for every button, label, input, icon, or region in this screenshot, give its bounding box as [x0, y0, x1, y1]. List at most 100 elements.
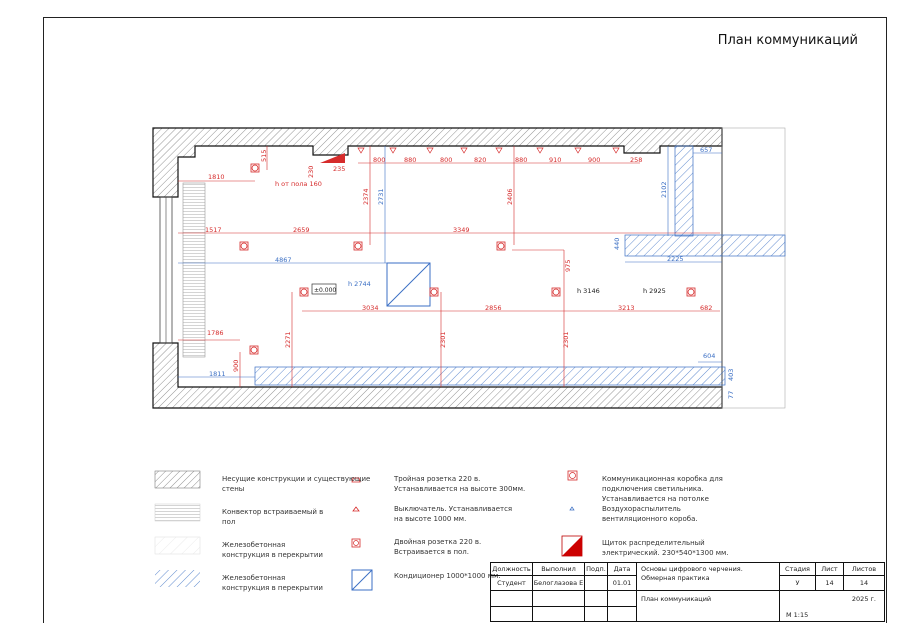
tb-position: Студент	[491, 576, 533, 591]
dim-label: 604	[703, 352, 715, 360]
height-label: h 2925	[643, 287, 666, 295]
tb-header-sign: Подп.	[585, 563, 608, 576]
blue-dimension-lines	[178, 146, 722, 378]
tb-performer: Белоглазова Е	[533, 576, 585, 591]
tb-empty	[491, 591, 533, 607]
tb-header-position: Должность	[491, 563, 533, 576]
dim-label: 2102	[660, 181, 668, 198]
tb-sign	[585, 576, 608, 591]
dim-label: 230	[307, 166, 315, 178]
tb-empty	[533, 607, 585, 622]
switch-icon	[352, 506, 360, 512]
dim-label: 235	[333, 165, 345, 173]
dim-label: 657	[700, 146, 712, 154]
tb-header-date: Дата	[608, 563, 637, 576]
dim-label: 1517	[205, 226, 222, 234]
concrete-slab-blue-swatch	[155, 570, 200, 587]
dim-label: 800	[440, 156, 452, 164]
sheet-title: План коммуникаций	[717, 33, 858, 48]
dim-label: 4867	[275, 256, 292, 264]
air-diffuser-icon	[569, 506, 575, 511]
concrete-slab-swatch	[154, 536, 201, 555]
slab-horizontal	[624, 234, 786, 257]
slab-vertical	[674, 145, 694, 237]
level-mark-box	[311, 283, 337, 295]
height-label: h 3146	[577, 287, 600, 295]
tb-course: Основы цифрового черчения. Обмерная прак…	[637, 563, 780, 591]
dim-label: 2301	[439, 331, 447, 348]
level-mark: ±0.000	[314, 287, 336, 294]
dim-label: 2856	[485, 304, 502, 312]
dim-label: 682	[700, 304, 712, 312]
tb-drawing-name: План коммуникаций	[637, 591, 780, 622]
dim-label: 77	[727, 391, 735, 399]
dim-label: 3213	[618, 304, 635, 312]
slab-bottom	[254, 366, 726, 386]
tb-empty	[608, 591, 637, 607]
tb-header-performed: Выполнил	[533, 563, 585, 576]
dim-label: h 2744	[348, 280, 371, 288]
legend-text: Кондиционер 1000*1000 мм.	[394, 572, 501, 580]
air-conditioner-icon	[351, 569, 373, 591]
dim-label: 2731	[377, 188, 385, 205]
legend-text: Выключатель. Устанавливается на высоте 1…	[394, 505, 513, 523]
tb-sheets: 14	[844, 576, 884, 591]
dim-label: 1811	[209, 370, 226, 378]
dim-label: 2374	[362, 188, 370, 205]
tb-header-stage: Стадия	[780, 563, 816, 576]
legend-text: Коммуникационная коробка для подключения…	[602, 475, 723, 503]
legend-text: Железобетонная конструкция в перекрытии	[222, 574, 323, 592]
dim-label: 258	[630, 156, 642, 164]
tb-meta: 2025 г. М 1:15	[780, 591, 884, 622]
dim-label: 1786	[207, 329, 224, 337]
junction-box-icon	[567, 470, 578, 481]
sheet-frame	[43, 17, 887, 623]
junction-boxes	[239, 163, 696, 355]
ceiling-lights	[357, 147, 620, 154]
dim-label: 403	[727, 369, 735, 381]
tb-year: 2025 г.	[851, 595, 876, 603]
tb-sheet: 14	[816, 576, 844, 591]
dim-label: 880	[404, 156, 416, 164]
tb-empty	[491, 607, 533, 622]
tb-date: 01.01	[608, 576, 637, 591]
tb-empty	[533, 591, 585, 607]
tb-empty	[585, 591, 608, 607]
dim-label: 2301	[562, 331, 570, 348]
legend-text: Железобетонная конструкция в перекрытии	[222, 541, 323, 559]
dim-label: 515	[260, 150, 268, 162]
convector	[182, 182, 206, 358]
legend-text: Тройная розетка 220 в. Устанавливается н…	[394, 475, 526, 493]
tb-empty	[608, 607, 637, 622]
dim-label: 440	[613, 238, 621, 250]
tb-header-sheets: Листов	[844, 563, 884, 576]
title-block: Должность Выполнил Подп. Дата Студент Бе…	[490, 562, 885, 622]
legend-text: Конвектор встраиваемый в пол	[222, 508, 324, 526]
electrical-panel	[320, 153, 345, 163]
legend-text: Несущие конструкции и существующие стены	[222, 475, 371, 493]
dim-label: 2406	[506, 188, 514, 205]
dim-label: 910	[549, 156, 561, 164]
dim-label: 2225	[667, 255, 684, 263]
dim-label: 2659	[293, 226, 310, 234]
legend-text: Щиток распределительный электрический. 2…	[602, 539, 729, 557]
dim-label: 900	[232, 360, 240, 372]
red-dimension-lines	[178, 146, 720, 387]
double-socket-icon	[351, 538, 361, 548]
tb-empty	[585, 607, 608, 622]
dim-label: 1810	[208, 173, 225, 181]
dim-label: 3349	[453, 226, 470, 234]
dim-label: h от пола 160	[275, 180, 322, 188]
tb-header-sheet: Лист	[816, 563, 844, 576]
tb-scale: М 1:15	[786, 611, 809, 619]
legend-text: Двойная розетка 220 в. Встраивается в по…	[394, 538, 482, 556]
convector-swatch	[154, 503, 201, 522]
dim-label: 3034	[362, 304, 379, 312]
legend-text: Воздухораспылитель вентиляционного короб…	[602, 505, 698, 523]
bearing-wall-swatch	[154, 470, 201, 489]
dim-label: 820	[474, 156, 486, 164]
dim-label: 900	[588, 156, 600, 164]
dim-label: 2271	[284, 331, 292, 348]
dim-label: 800	[373, 156, 385, 164]
